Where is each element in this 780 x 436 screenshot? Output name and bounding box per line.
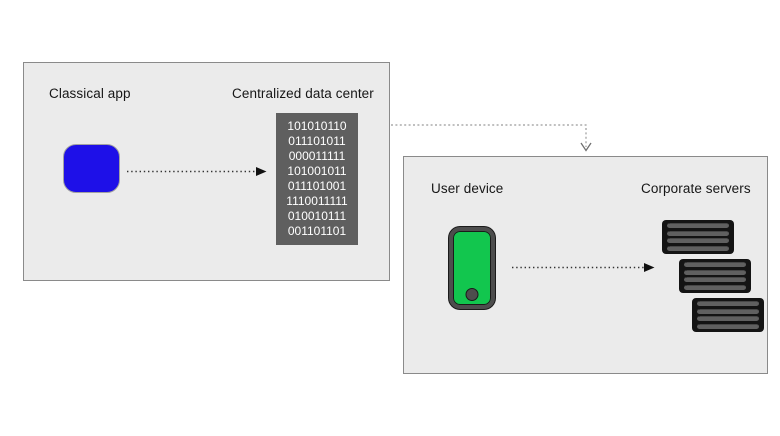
binary-row: 011101011 (288, 134, 346, 148)
smartphone-icon (449, 227, 495, 309)
server-icon (662, 220, 734, 254)
binary-row: 011101001 (287, 179, 347, 193)
binary-row: 000011111 (288, 149, 346, 163)
user-device-label: User device (431, 181, 504, 196)
binary-data-block-icon: 101010110 011101011 000011111 101001011 … (276, 113, 358, 245)
corporate-servers-label: Corporate servers (641, 181, 751, 196)
classical-app-panel: Classical app Centralized data center 10… (23, 62, 390, 281)
binary-row: 101010110 (287, 119, 347, 133)
server-icon (679, 259, 751, 293)
binary-row: 001101101 (287, 224, 347, 238)
binary-row: 010010111 (287, 209, 347, 223)
server-icon (692, 298, 764, 332)
centralized-data-center-label: Centralized data center (232, 86, 374, 101)
classical-app-icon (63, 144, 120, 193)
panel-to-panel-connector-arrow (391, 124, 592, 152)
phone-home-button-icon (465, 288, 479, 301)
binary-row: 101001011 (287, 164, 347, 178)
classical-app-label: Classical app (49, 86, 131, 101)
binary-row: 1110011111 (286, 194, 348, 208)
user-device-panel: User device Corporate servers (403, 156, 768, 374)
